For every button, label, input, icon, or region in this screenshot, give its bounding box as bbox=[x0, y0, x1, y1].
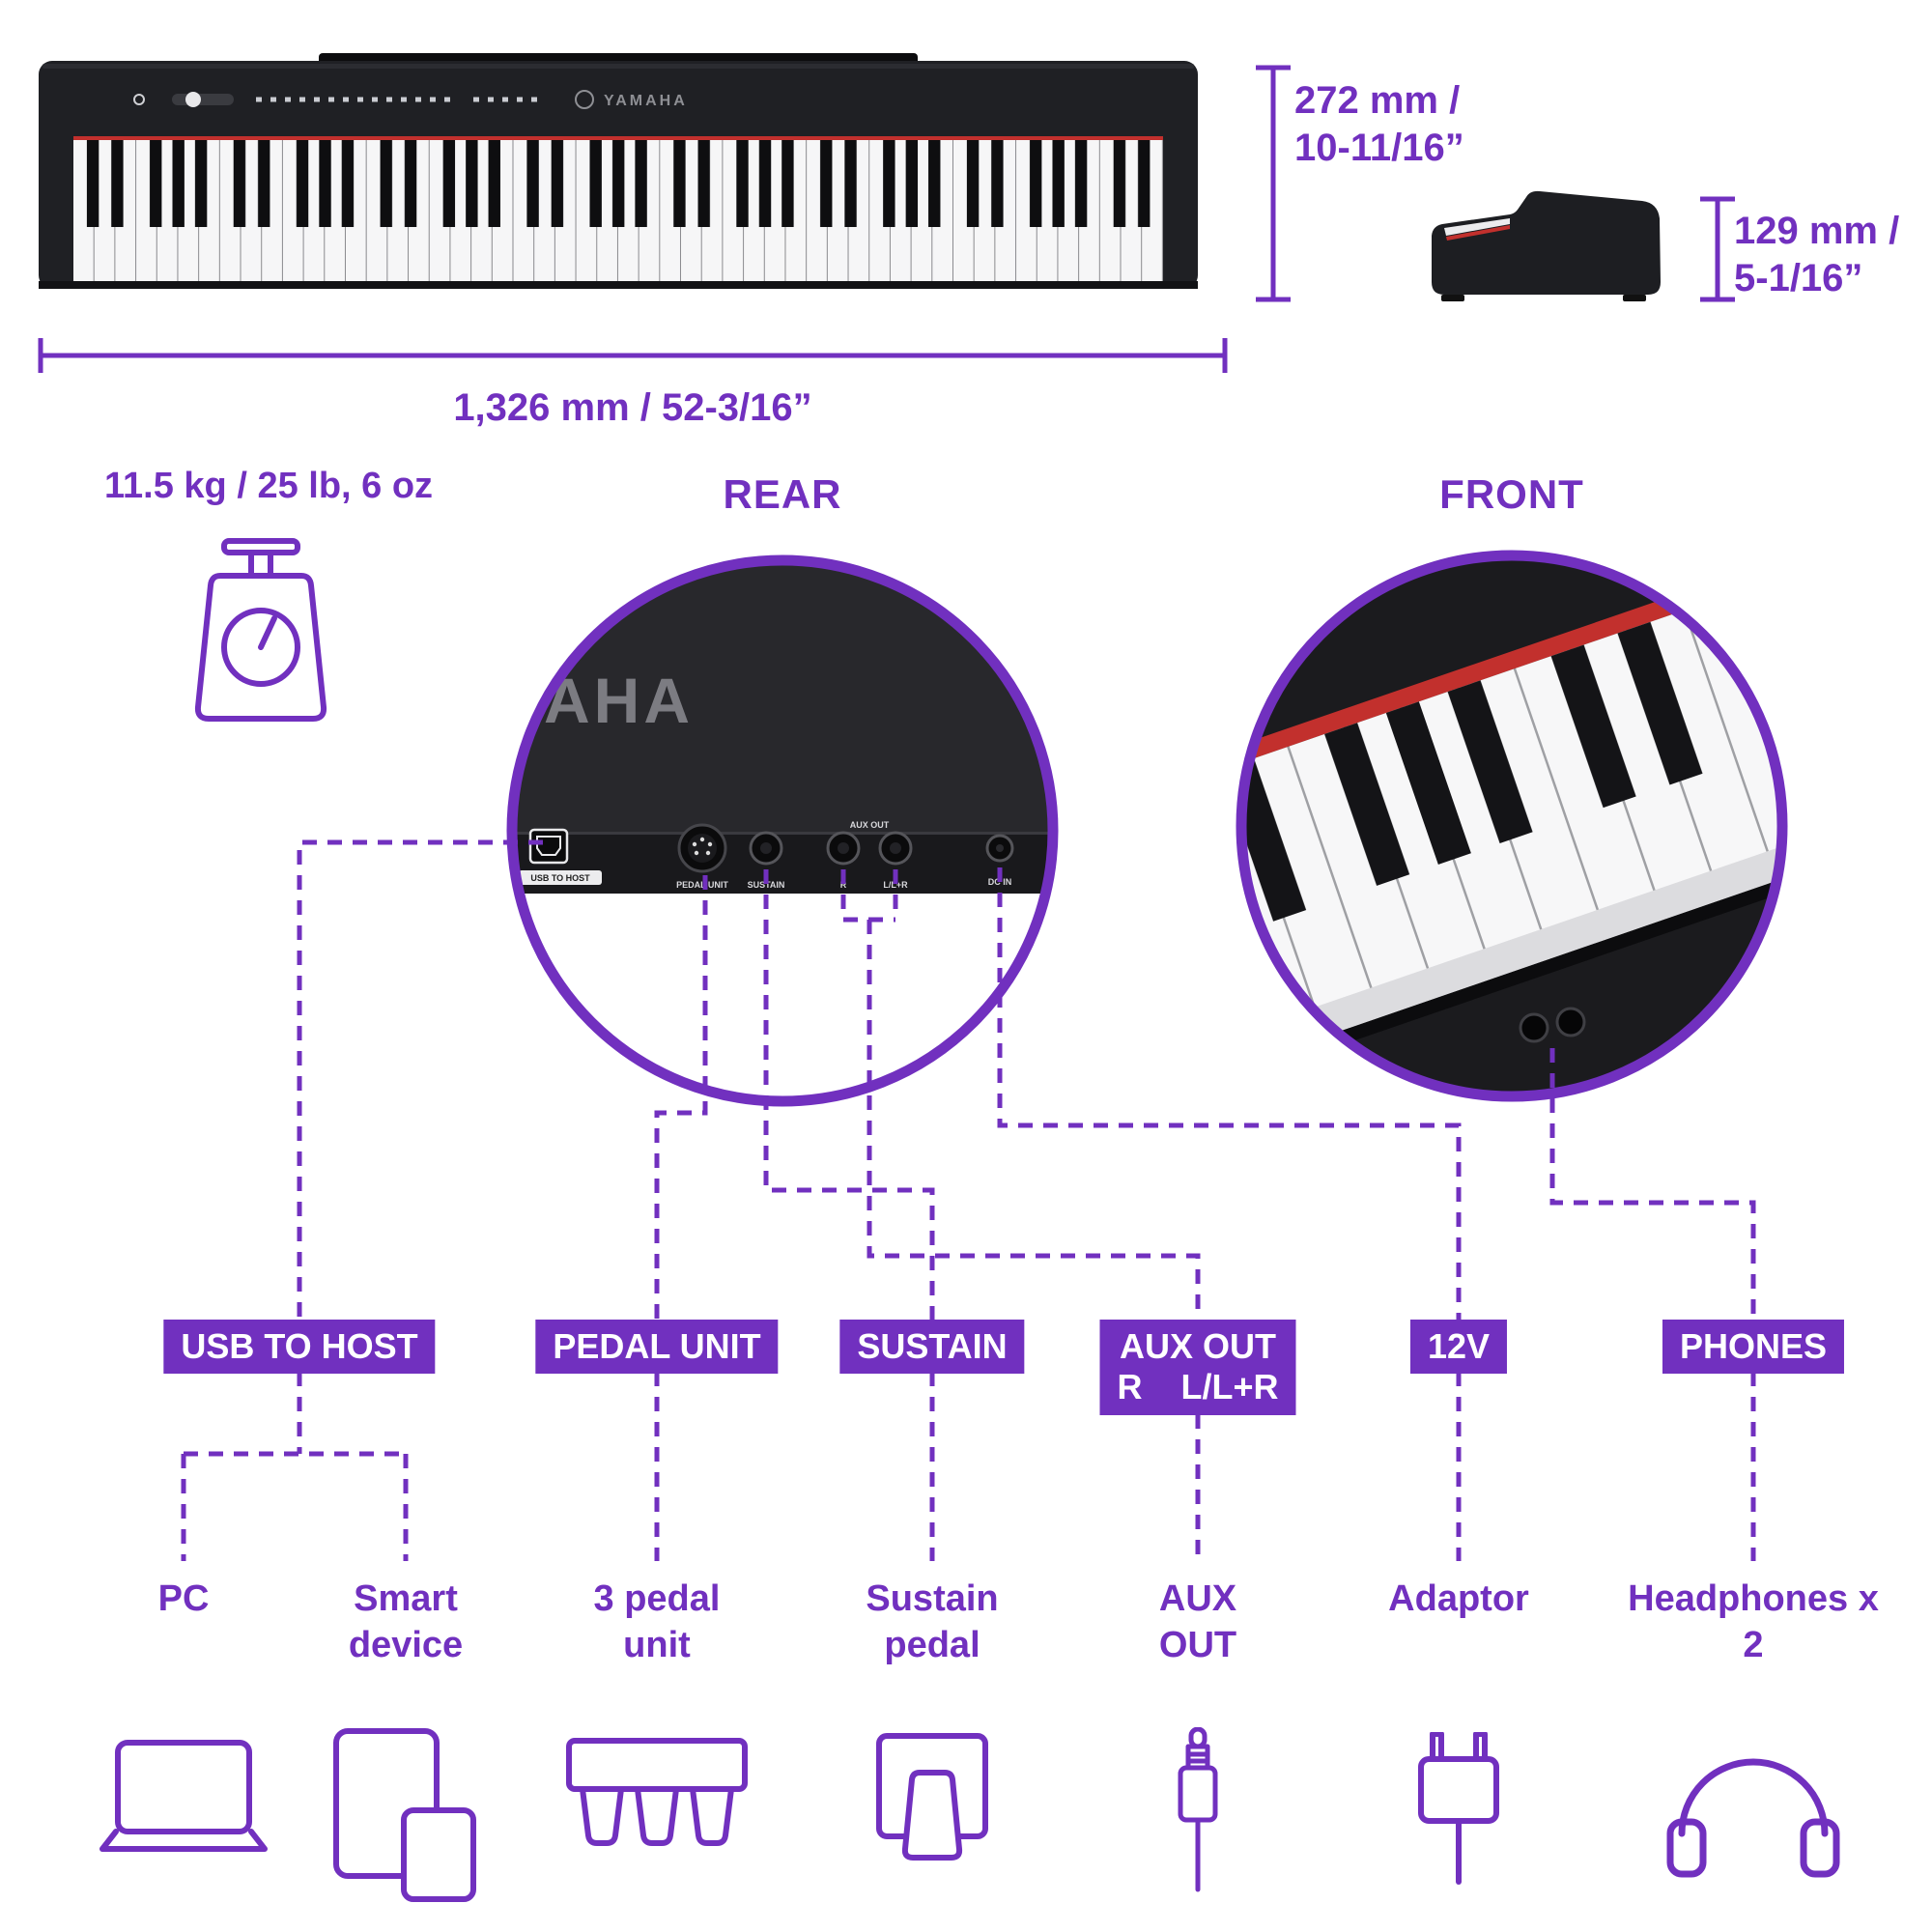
black-keys bbox=[73, 140, 1163, 227]
target-label-adaptor: Adaptor bbox=[1388, 1578, 1529, 1619]
front-circle-ring bbox=[1236, 550, 1788, 1102]
piano-top-view: YAMAHA bbox=[39, 53, 1198, 289]
usb-to-host-port: USB TO HOST bbox=[519, 828, 602, 885]
pedal-line bbox=[654, 875, 708, 1320]
aux-r-label: R bbox=[840, 880, 847, 890]
piano-logo: YAMAHA bbox=[575, 90, 688, 109]
control-panel bbox=[133, 92, 541, 107]
headphones-icon bbox=[1666, 1758, 1840, 1878]
depth-dimension-label: 272 mm / 10-11/16” bbox=[1294, 79, 1464, 169]
scale-icon bbox=[194, 538, 327, 722]
sustain-line bbox=[763, 869, 935, 1320]
aux-out-ports: AUX OUT R L/L+R bbox=[826, 820, 913, 890]
height-dimension-label: 129 mm / 5-1/16” bbox=[1734, 210, 1900, 299]
rear-logo-partial: AHA bbox=[544, 665, 694, 736]
depth-dimension-line bbox=[1256, 65, 1291, 302]
aux-line bbox=[840, 869, 1201, 1320]
red-felt-strip bbox=[73, 136, 1163, 140]
sustain-pedal-icon bbox=[876, 1733, 988, 1861]
pedal-unit-icon bbox=[566, 1738, 748, 1846]
smart-device-icon bbox=[333, 1728, 476, 1902]
pedal-port-label: PEDAL UNIT bbox=[676, 880, 728, 890]
laptop-icon bbox=[99, 1740, 268, 1852]
badge-phones: PHONES bbox=[1662, 1320, 1845, 1375]
yamaha-mark-icon bbox=[575, 90, 594, 109]
sustain-port: SUSTAIN bbox=[748, 831, 785, 890]
height-dimension-line bbox=[1700, 196, 1735, 302]
phones-line bbox=[1549, 1048, 1756, 1320]
front-title: FRONT bbox=[1439, 471, 1584, 517]
badge-sustain: SUSTAIN bbox=[839, 1320, 1025, 1375]
piano-side-view bbox=[1432, 190, 1661, 301]
piano-logo-text: YAMAHA bbox=[604, 93, 688, 109]
rear-detail-circle: AHA USB TO HOST PEDAL UNIT SUSTAIN bbox=[506, 554, 1059, 1107]
target-label-pc: PC bbox=[157, 1578, 210, 1619]
power-button-icon bbox=[133, 94, 145, 105]
rear-circle-ring bbox=[506, 554, 1059, 1107]
front-keys bbox=[1241, 555, 1782, 1089]
weight-label: 11.5 kg / 25 lb, 6 oz bbox=[104, 466, 434, 506]
target-label-headphones: Headphones x 2 bbox=[1628, 1578, 1879, 1665]
front-detail-circle bbox=[1236, 550, 1788, 1102]
target-label-pedal3: 3 pedal unit bbox=[593, 1578, 721, 1665]
badge-aux-out: AUX OUT R L/L+R bbox=[1099, 1320, 1296, 1415]
target-label-sustain: Sustain pedal bbox=[866, 1578, 999, 1665]
target-label-smart: Smart device bbox=[348, 1578, 464, 1665]
dimension-lines bbox=[38, 65, 1735, 373]
width-dimension-label: 1,326 mm / 52-3/16” bbox=[453, 386, 812, 429]
sustain-port-label: SUSTAIN bbox=[748, 880, 785, 890]
side-keys-sliver bbox=[1444, 218, 1510, 236]
aux-l-label: L/L+R bbox=[883, 880, 908, 890]
width-dimension-line bbox=[38, 338, 1228, 373]
phones-jack-2 bbox=[1555, 1007, 1586, 1037]
usb-line bbox=[297, 839, 543, 1320]
aux-plug-icon bbox=[1178, 1727, 1218, 1892]
badge-usb-to-host: USB TO HOST bbox=[163, 1320, 436, 1375]
aux-port-label: AUX OUT bbox=[850, 820, 890, 830]
pedal-unit-port: PEDAL UNIT bbox=[676, 823, 728, 890]
badge-12v: 12V bbox=[1409, 1320, 1508, 1375]
phones-jack-1 bbox=[1519, 1012, 1549, 1043]
rear-title: REAR bbox=[723, 471, 842, 517]
front-red-felt bbox=[1241, 555, 1782, 806]
adaptor-icon bbox=[1418, 1732, 1499, 1885]
badge-pedal-unit: PEDAL UNIT bbox=[535, 1320, 779, 1375]
target-label-aux: AUX OUT bbox=[1158, 1578, 1237, 1665]
dc-line bbox=[997, 867, 1462, 1320]
usb-port-label: USB TO HOST bbox=[530, 873, 590, 883]
